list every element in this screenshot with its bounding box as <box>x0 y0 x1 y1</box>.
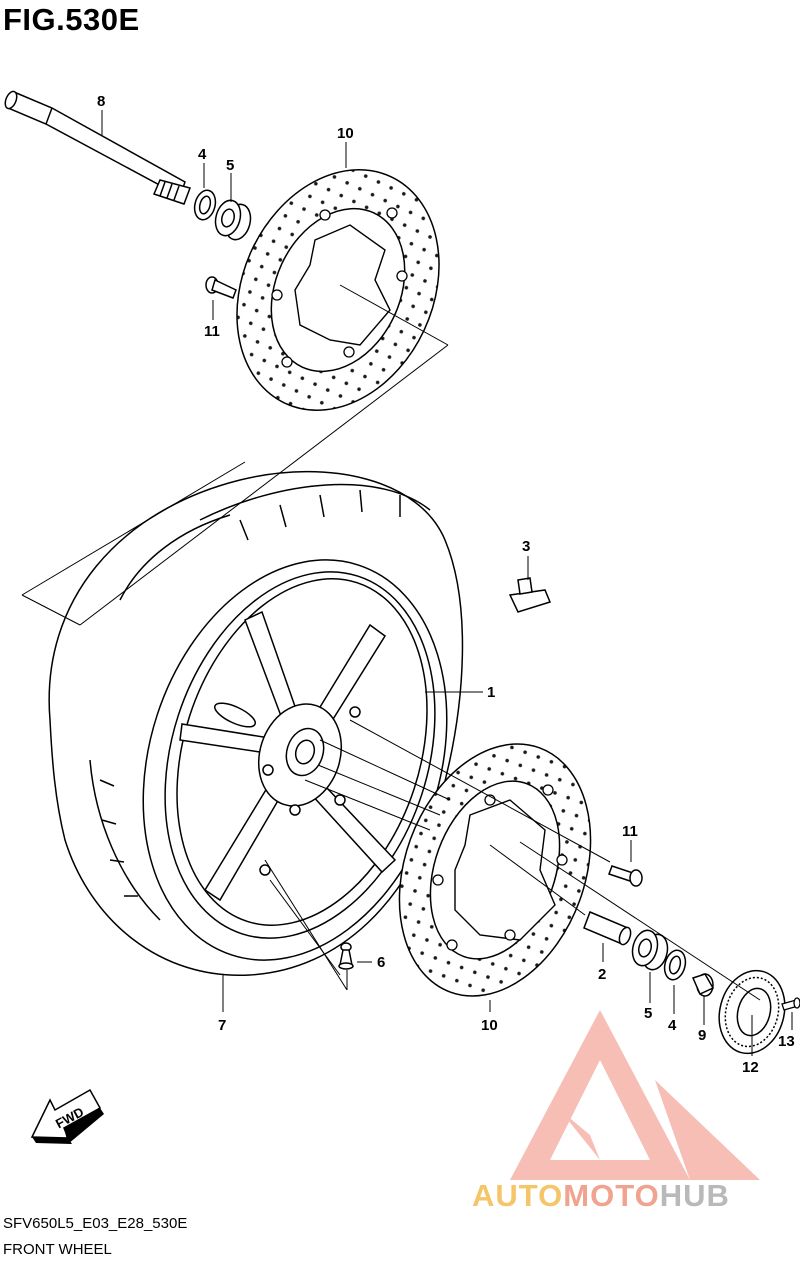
speed-sensor-clip <box>508 577 552 613</box>
oil-seal-top <box>193 189 217 221</box>
oil-seal-bottom <box>663 949 687 981</box>
leader-lines <box>21 110 793 1056</box>
callout-13: 13 <box>778 1033 795 1050</box>
collar <box>691 973 715 997</box>
callout-4-top: 4 <box>198 146 207 163</box>
diagram-name: FRONT WHEEL <box>3 1241 112 1258</box>
callout-3: 3 <box>522 538 530 555</box>
wheel-spacer <box>583 911 632 946</box>
callout-11-bottom: 11 <box>622 823 638 840</box>
watermark-hub: HUB <box>659 1178 730 1213</box>
callout-2: 2 <box>598 966 606 983</box>
bearing-bottom <box>631 929 669 971</box>
rotor-screw <box>781 997 800 1011</box>
callout-7: 7 <box>218 1017 226 1034</box>
wheel-rim <box>142 559 448 961</box>
callout-9: 9 <box>698 1027 706 1044</box>
front-axle <box>4 90 191 205</box>
disc-bolt-bottom <box>608 865 643 887</box>
callout-10-bottom: 10 <box>481 1017 498 1034</box>
callout-5-top: 5 <box>226 157 234 174</box>
watermark-moto: MOTO <box>563 1178 660 1213</box>
air-valve <box>338 942 354 970</box>
brake-disc-bottom <box>398 743 592 997</box>
callout-8: 8 <box>97 93 105 110</box>
watermark-auto: AUTO <box>472 1178 564 1213</box>
fwd-arrow: FWD <box>30 1088 104 1144</box>
sensor-rotor <box>718 969 786 1055</box>
callout-10-top: 10 <box>337 125 354 142</box>
brake-disc-top <box>236 169 440 411</box>
diagram-code: SFV650L5_E03_E28_530E <box>3 1215 188 1232</box>
callout-12: 12 <box>742 1059 759 1076</box>
callout-11-top: 11 <box>204 323 220 340</box>
callout-1: 1 <box>487 684 495 701</box>
callout-4-bottom: 4 <box>668 1017 677 1034</box>
callout-5-bottom: 5 <box>644 1005 652 1022</box>
callout-6: 6 <box>377 954 385 971</box>
bearing-top <box>214 199 252 241</box>
callout-labels: 8 4 5 10 11 3 1 11 6 2 7 10 5 4 9 13 12 <box>97 93 795 1076</box>
disc-bolt-top <box>205 276 237 299</box>
watermark-text: AUTOMOTOHUB <box>472 1178 730 1214</box>
watermark-logo <box>510 1010 760 1180</box>
figure-title: FIG.530E <box>3 2 140 37</box>
